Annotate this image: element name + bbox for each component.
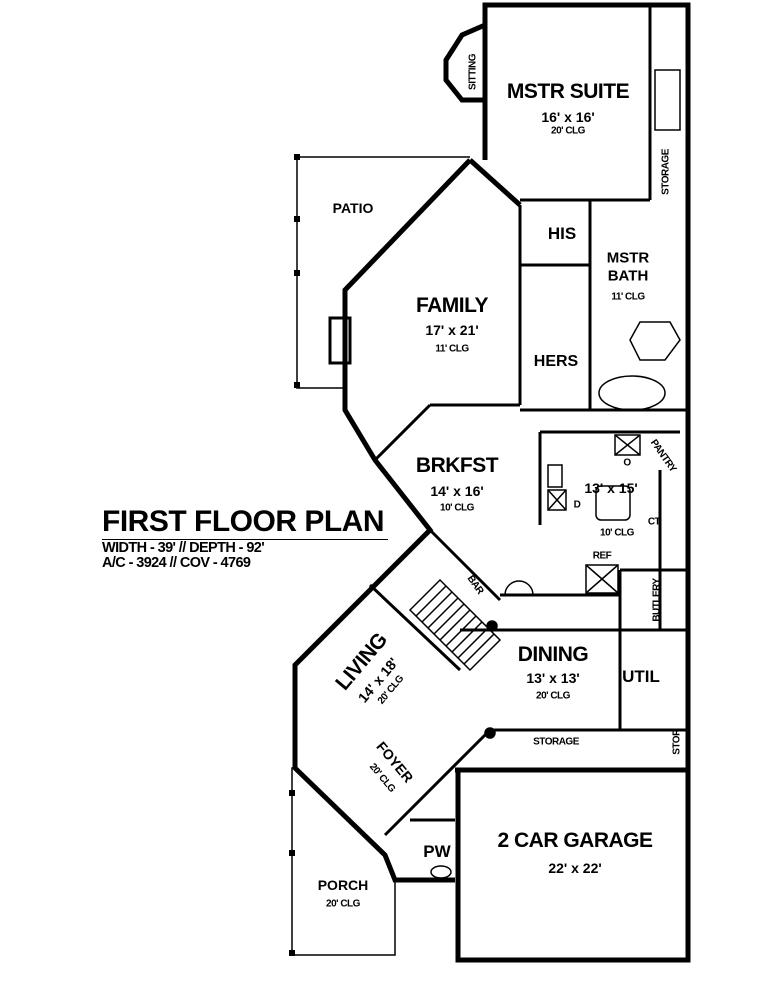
kitchen-refrigerator-label: REF: [592, 550, 612, 562]
room-garage-name: 2 CAR GARAGE: [497, 829, 653, 852]
columns: [289, 154, 300, 956]
room-utility-name: UTIL: [622, 667, 660, 686]
fixtures: [328, 316, 681, 879]
room-breakfast-ceiling: 10' CLG: [440, 502, 474, 514]
interior-walls: [368, 5, 688, 837]
room-storage-lower-name: STORAGE: [533, 736, 579, 748]
room-powder-name: PW: [423, 842, 451, 861]
room-dining-size: 13' x 13': [526, 670, 580, 686]
kitchen-oven-label: O: [623, 457, 631, 469]
room-butlery-name: BUTLERY: [651, 578, 663, 622]
room-kitchen-ceiling: 10' CLG: [600, 527, 634, 539]
room-family-size: 17' x 21': [425, 322, 479, 338]
room-kitchen-size: 13' x 15': [584, 480, 638, 496]
room-hers-name: HERS: [533, 353, 579, 370]
exterior-walls: [292, 2, 691, 963]
room-sitting-name: SITTING: [467, 54, 479, 90]
staircase: [408, 69, 681, 672]
room-family-ceiling: 11' CLG: [435, 343, 469, 355]
room-porch-name: PORCH: [317, 877, 369, 893]
room-master-bath-name-line1: MSTR: [606, 249, 650, 267]
room-breakfast-size: 14' x 16': [430, 483, 484, 499]
plan-dimensions: WIDTH - 39' // DEPTH - 92': [102, 540, 265, 556]
room-storage-upper-name: STORAGE: [660, 149, 672, 195]
kitchen-dishwasher-label: D: [573, 499, 581, 511]
room-master-suite-ceiling: 20' CLG: [551, 125, 585, 137]
room-his-name: HIS: [547, 224, 577, 243]
room-master-bath-ceiling: 11' CLG: [611, 291, 645, 303]
room-breakfast-name: BRKFST: [415, 454, 499, 477]
room-patio-name: PATIO: [332, 200, 374, 216]
room-family-name: FAMILY: [415, 294, 489, 317]
room-porch-ceiling: 20' CLG: [326, 898, 360, 910]
room-garage-size: 22' x 22': [548, 860, 602, 876]
room-stor-name: STOR: [671, 729, 683, 755]
plan-title: FIRST FLOOR PLAN: [102, 505, 388, 540]
kitchen-cooktop-label: CT: [647, 516, 661, 528]
plan-areas: A/C - 3924 // COV - 4769: [102, 555, 251, 571]
room-master-suite-name: MSTR SUITE: [506, 80, 630, 103]
room-master-suite-size: 16' x 16': [541, 109, 595, 125]
room-dining-name: DINING: [517, 643, 589, 666]
porch-outline: [291, 767, 396, 956]
room-dining-ceiling: 20' CLG: [536, 690, 570, 702]
room-master-bath-name-line2: BATH: [607, 267, 649, 285]
